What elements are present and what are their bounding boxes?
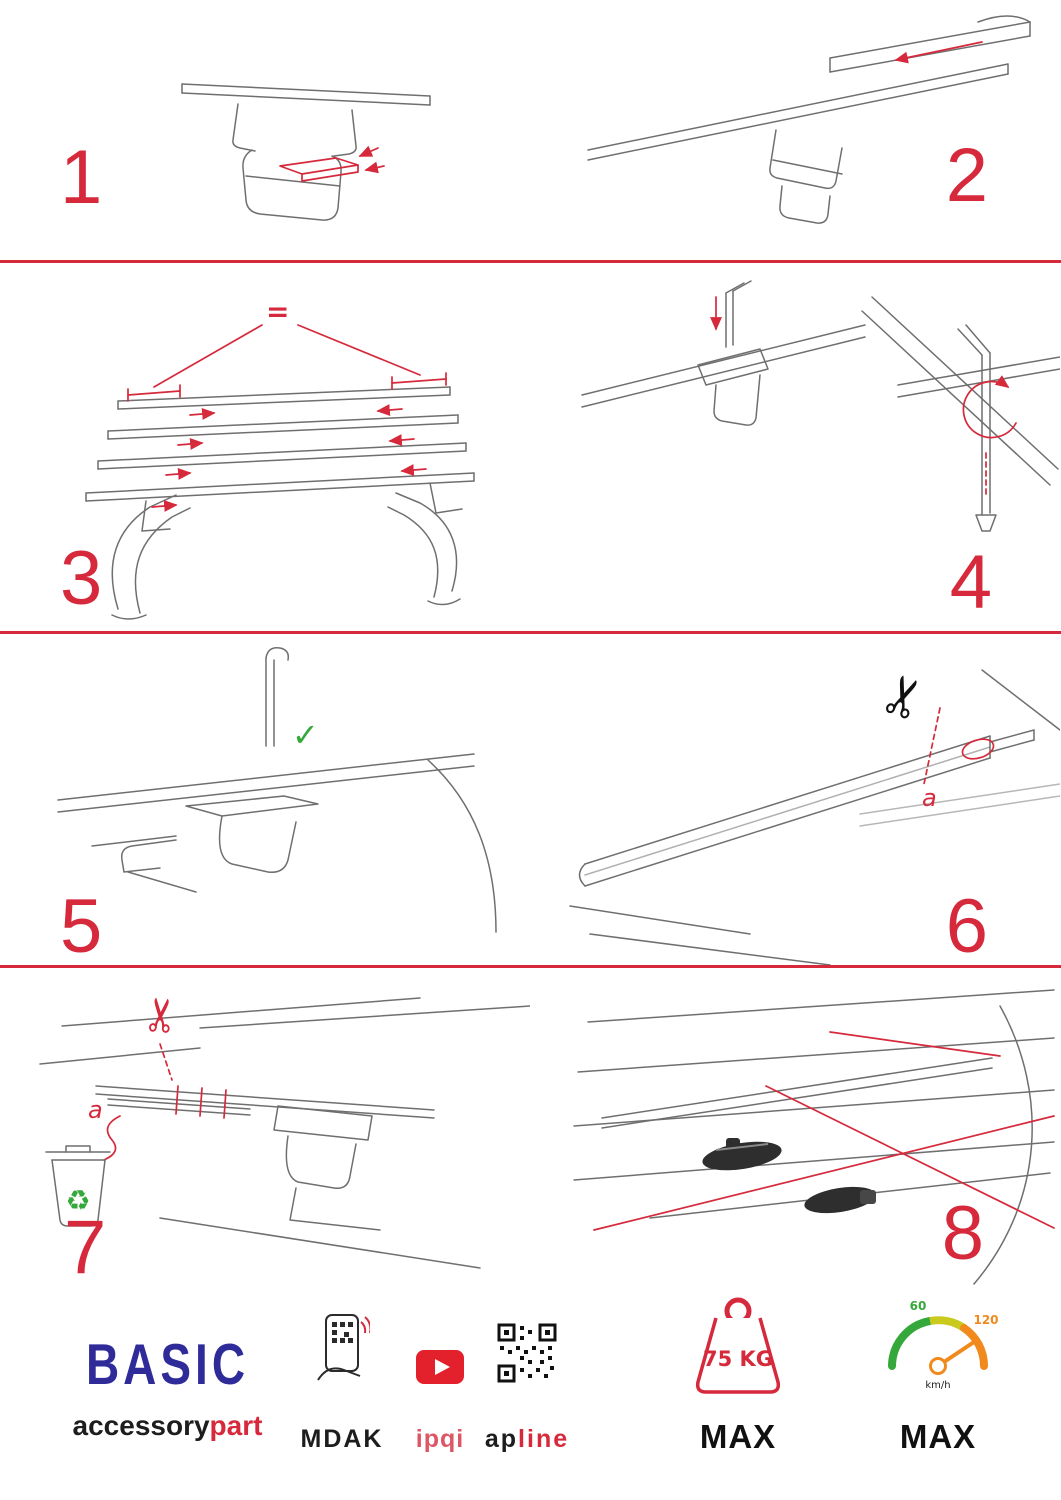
step-8-panel: 8 [530,968,1060,1290]
step-row-1: 1 [0,0,1061,260]
step-row-4: ♻ ✂ a 7 [0,968,1061,1290]
step-2-panel: 2 [530,0,1060,260]
step-3-number: 3 [60,536,103,621]
apline-label-black: ap [484,1425,519,1453]
step-8-number: 8 [941,1191,984,1276]
trim-strip-drawing [39,997,530,1269]
allen-key-drawing [581,280,1060,532]
step-5-illustration [57,646,497,933]
section-divider-2 [0,631,1061,634]
step-2-number: 2 [945,133,988,218]
step-5-panel: ✓ 5 [0,634,530,965]
step-6-panel: ✂ a 6 [530,634,1060,965]
check-mark: ✓ [292,716,319,754]
weight-max-label: MAX [699,1418,777,1455]
slide-strip-arrow [894,41,983,64]
step-6-number: 6 [945,884,988,969]
step-4-number: 4 [949,540,992,625]
insert-plate-arrows [279,145,385,182]
speed-tick-120: 120 [973,1313,998,1327]
step-row-2: = 3 [0,263,1061,631]
speed-tick-60: 60 [910,1299,927,1313]
weight-icon: 75 KG [695,1297,781,1394]
phone-qr-icon [317,1314,370,1381]
ipqi-label: ipqi [415,1425,465,1453]
brand-name-red: part [209,1410,263,1441]
rack-assembly-drawing [85,386,475,620]
rail-clamp-drawing [587,15,1031,224]
cut-label-a: a [88,1096,103,1124]
step-5-number: 5 [60,884,103,969]
brand-name-black: accessory [72,1410,210,1441]
speedometer-icon: 60 120 km/h [888,1299,999,1391]
qr-code-icon [497,1323,557,1383]
step-4-illustration [581,280,1060,532]
step-7-panel: ♻ ✂ a 7 [0,968,530,1290]
step-1-illustration [181,83,431,221]
footer: BASIC accessorypart MDAK [0,1290,1061,1500]
apline-label-red: line [518,1425,570,1453]
cut-ticks [103,1043,227,1161]
brand-block: BASIC accessorypart [60,1330,275,1442]
weight-value: 75 KG [703,1347,773,1371]
step-3-illustration [85,324,475,620]
equal-spacing-label: = [266,295,290,328]
roof-rail-drawing [181,83,431,221]
cut-point-marks [923,707,995,785]
step-3-panel: = 3 [0,263,530,631]
alignment-lines [593,1031,1055,1231]
equal-overhang-marks [127,324,447,512]
brand-name: accessorypart [60,1410,275,1442]
clamp-check-drawing [57,646,497,933]
crossbar-strip-drawing [569,669,1060,965]
step-6-illustration [569,669,1060,965]
step-row-3: ✓ 5 [0,634,1061,965]
step-1-panel: 1 [0,0,530,260]
recycle-icon: ♻ [65,1184,90,1217]
tensioner-tools [702,1138,876,1214]
step-4-panel: 4 [530,263,1060,631]
step-8-illustration [573,989,1055,1285]
step-1-number: 1 [60,135,103,220]
speed-unit: km/h [925,1380,950,1391]
section-divider-3 [0,965,1061,968]
trash-icon [45,1145,111,1227]
youtube-icon [416,1350,464,1384]
step-7-illustration: ♻ [39,997,530,1269]
apline-label: apline [482,1425,572,1454]
scissors-icon: ✂ [132,993,190,1037]
brand-title: BASIC [85,1331,250,1397]
cut-label-a: a [922,784,937,812]
mdak-label: MDAK [300,1425,384,1453]
step-2-illustration [587,15,1031,224]
section-divider-1 [0,260,1061,263]
tighten-arrows [710,296,1017,496]
step-7-number: 7 [64,1205,107,1290]
speed-max-label: MAX [899,1418,977,1455]
